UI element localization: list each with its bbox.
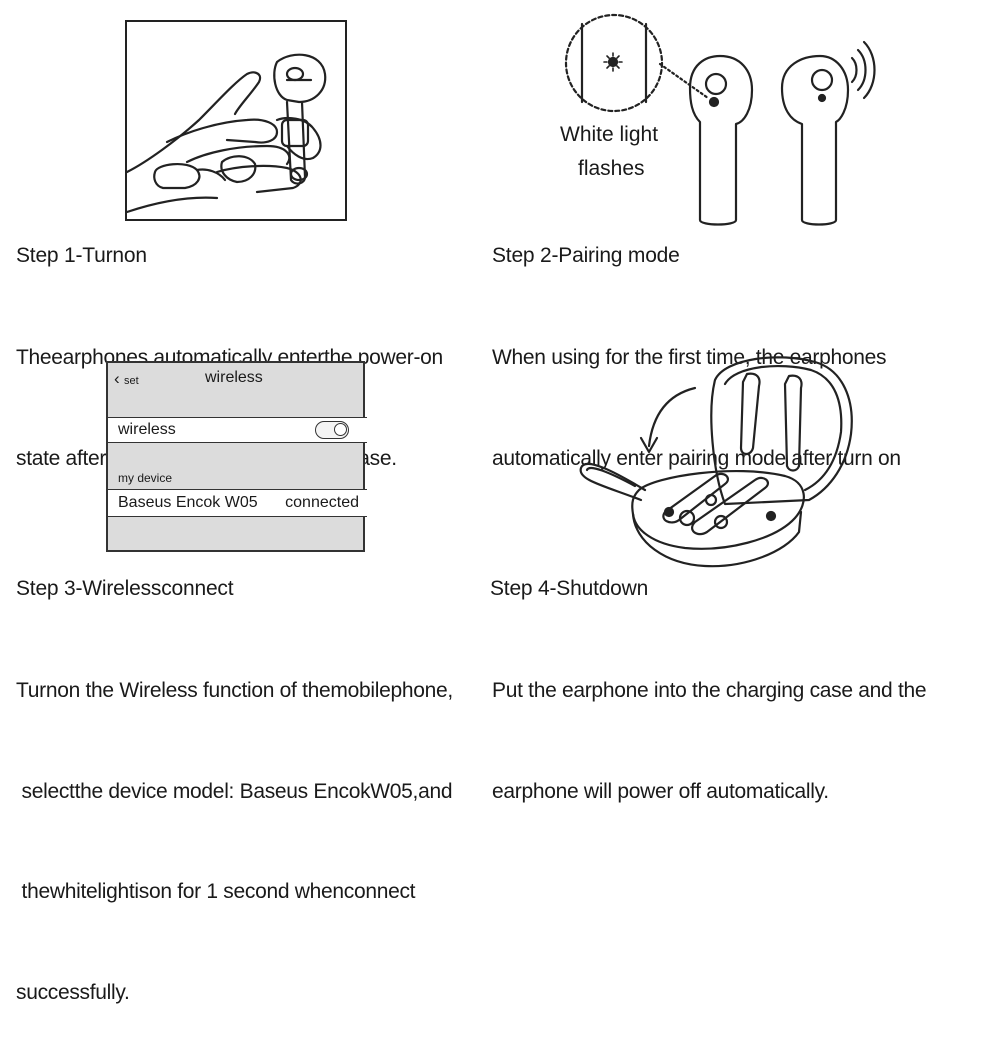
step2-body: When using for the first time, the earph… <box>492 274 901 509</box>
step1-title: Step 1-Turnon <box>16 244 147 267</box>
step4-body: Put the earphone into the charging case … <box>492 607 927 842</box>
charging-case-drawing <box>579 356 853 568</box>
step3-line4: successfully. <box>16 980 130 1004</box>
step3-line3: thewhitelightison for 1 second whenconne… <box>16 880 416 903</box>
device-row[interactable]: Baseus Encok W05 connected <box>108 489 367 517</box>
wireless-toggle-row[interactable]: wireless <box>108 417 367 443</box>
step3-body: Turnon the Wireless function of themobil… <box>16 607 453 1043</box>
step2-title: Step 2-Pairing mode <box>492 244 680 267</box>
device-status: connected <box>285 494 359 511</box>
step2-line2: automatically enter pairing mode after t… <box>492 446 901 470</box>
illustration-pairing: White light flashes <box>540 10 900 235</box>
light-caption-line1: White light <box>560 123 659 146</box>
step4-line1: Put the earphone into the charging case … <box>492 679 927 702</box>
device-name: Baseus Encok W05 <box>118 494 258 511</box>
step4-line2: earphone will power off automatically. <box>492 779 829 803</box>
back-chevron-icon[interactable]: ‹ <box>114 369 120 388</box>
light-caption-line2: flashes <box>578 157 645 180</box>
toggle-knob <box>334 423 347 436</box>
illustration-hand-earphone <box>125 20 347 221</box>
back-label[interactable]: set <box>124 375 139 387</box>
illustration-charging-case <box>575 352 860 572</box>
my-device-section-label: my device <box>118 471 173 485</box>
hand-earphone-drawing <box>127 53 327 214</box>
step3-line2: selectthe device model: Baseus EncokW05,… <box>16 779 453 803</box>
wireless-toggle[interactable] <box>315 421 349 439</box>
step3-line1: Turnon the Wireless function of themobil… <box>16 679 453 702</box>
phone-settings-screen: ‹ set wireless wireless my device Baseus… <box>106 361 367 552</box>
wireless-label: wireless <box>118 421 176 438</box>
step4-title: Step 4-Shutdown <box>490 577 649 600</box>
pairing-drawing <box>564 13 876 226</box>
step3-title: Step 3-Wirelessconnect <box>16 577 234 600</box>
phone-header-title: wireless <box>205 369 263 386</box>
